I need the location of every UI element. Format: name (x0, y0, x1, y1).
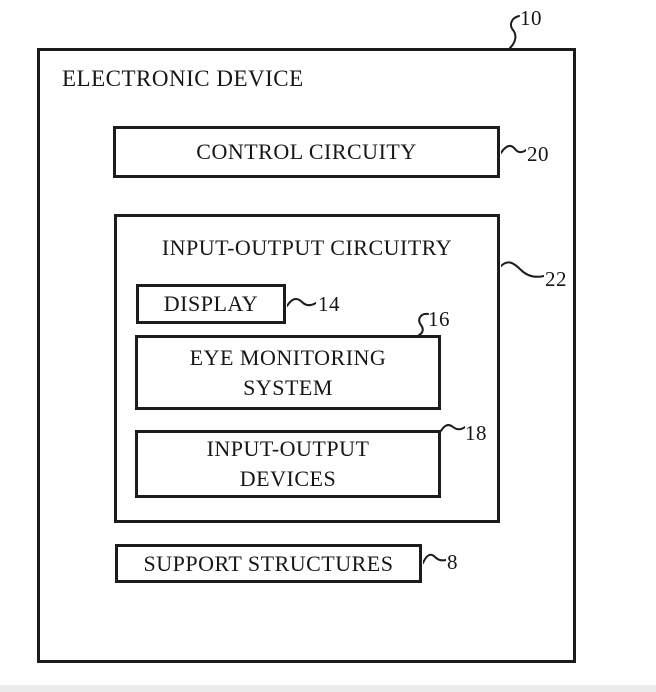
electronic-device-label: ELECTRONIC DEVICE (62, 66, 304, 91)
eye-monitoring-system-label: EYE MONITORING SYSTEM (189, 344, 387, 400)
display-box: DISPLAY (136, 284, 286, 324)
input-output-devices-label: INPUT-OUTPUT DEVICES (206, 436, 370, 491)
lead-line-14-icon (287, 297, 316, 307)
lead-line-18-icon (439, 424, 465, 435)
input-output-devices-box: INPUT-OUTPUT DEVICES (135, 430, 441, 498)
input-output-circuitry-label: INPUT-OUTPUT CIRCUITRY (161, 235, 453, 260)
lead-line-10-icon (509, 15, 520, 49)
lead-line-22-icon (501, 261, 544, 278)
control-circuitry-box: CONTROL CIRCUITY (113, 126, 500, 178)
input-output-circuitry-ref-number: 22 (545, 267, 567, 291)
eye-monitoring-system-ref-number: 16 (428, 307, 450, 331)
support-structures-label: SUPPORT STRUCTURES (143, 550, 394, 576)
eye-monitoring-system-box: EYE MONITORING SYSTEM (135, 335, 441, 410)
lead-line-8-icon (423, 553, 446, 564)
lead-line-20-icon (501, 144, 526, 154)
device-ref-number: 10 (520, 6, 542, 30)
control-circuitry-ref-number: 20 (527, 142, 549, 166)
lead-line-16-icon (418, 312, 429, 336)
display-label: DISPLAY (163, 291, 259, 316)
display-ref-number: 14 (318, 292, 340, 316)
support-structures-box: SUPPORT STRUCTURES (115, 544, 422, 583)
scan-artifact-band (0, 685, 656, 692)
control-circuitry-label: CONTROL CIRCUITY (196, 139, 417, 164)
input-output-devices-ref-number: 18 (465, 421, 487, 445)
support-structures-ref-number: 8 (447, 550, 458, 574)
